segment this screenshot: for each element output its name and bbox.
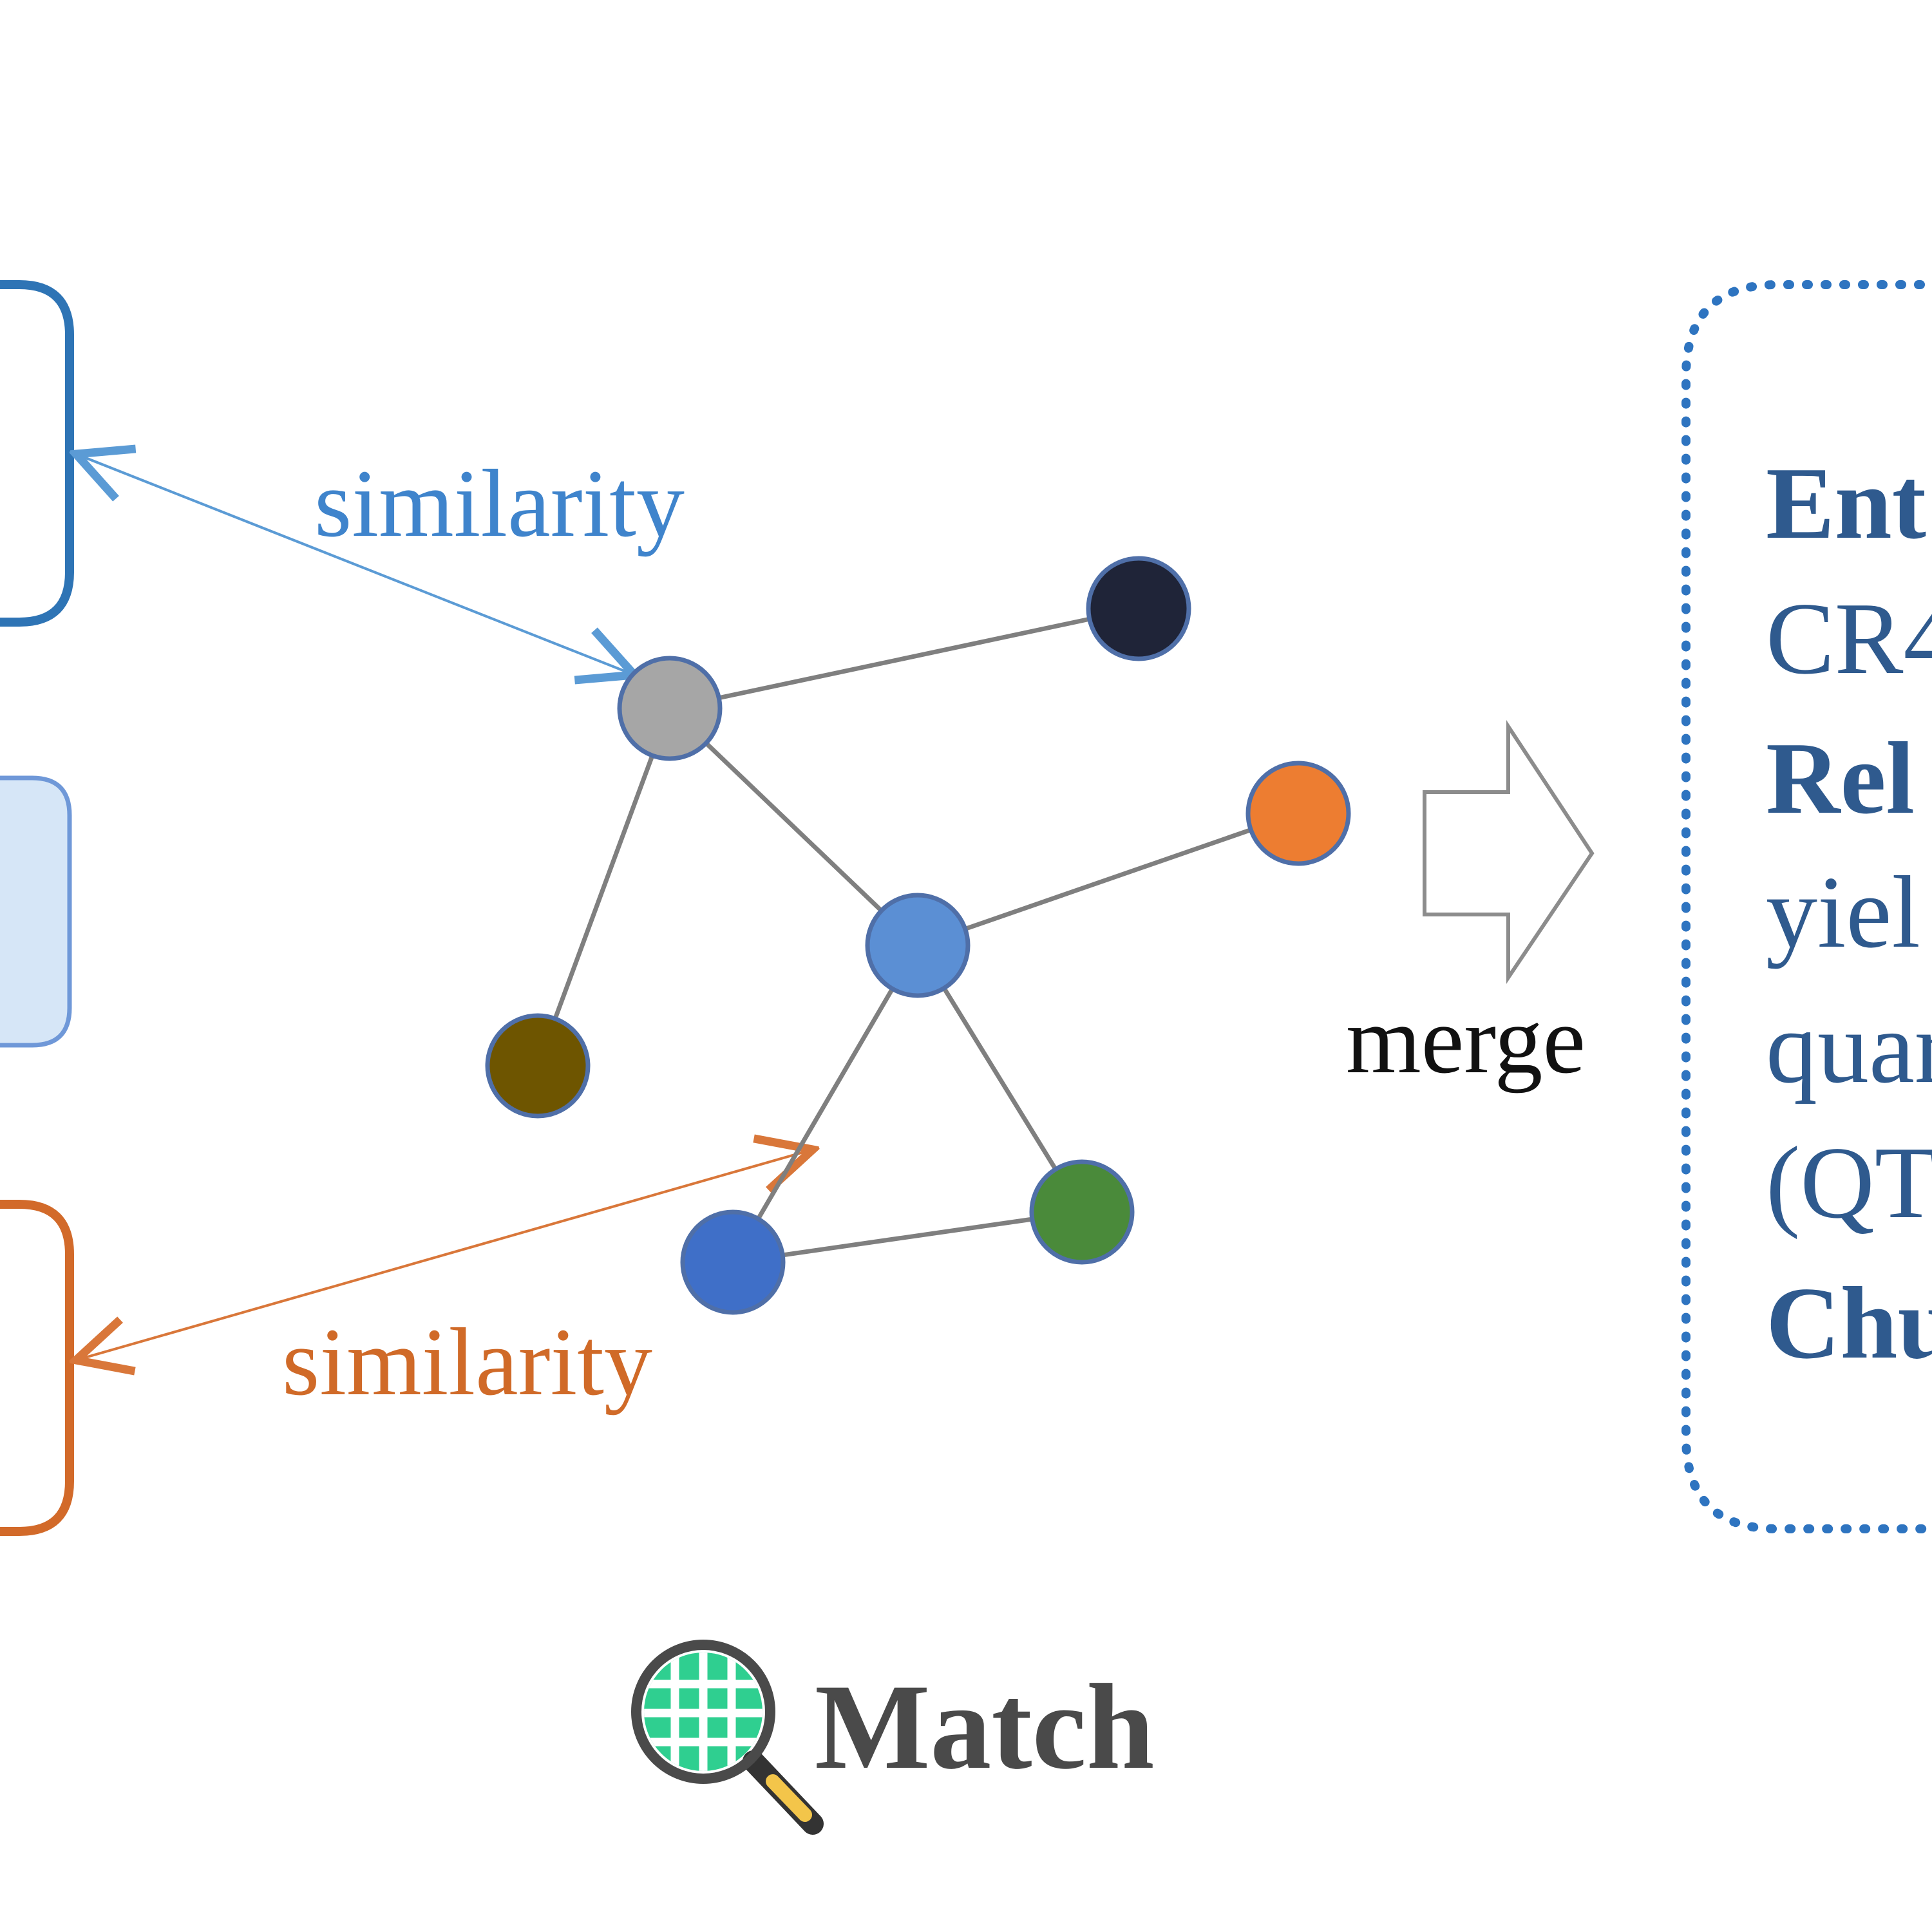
similarity-label-bottom: similarity [282, 1309, 652, 1416]
blue-query-box [0, 280, 74, 627]
graph-edge [732, 1209, 1083, 1265]
graph-node-orange [1245, 761, 1351, 866]
graph-node-dark [1086, 556, 1191, 661]
panel-line: quar [1766, 990, 1932, 1104]
similarity-arrow-top [76, 454, 634, 675]
right-arrow-icon [1423, 720, 1595, 984]
match-label: Match [815, 1660, 1155, 1795]
graph-edge [669, 606, 1139, 711]
graph-edge [668, 706, 920, 947]
graph-node-royal-blue [680, 1209, 786, 1315]
globe-magnifier-icon [631, 1640, 824, 1835]
graph-node-gray [617, 656, 723, 761]
panel-line: Chu [1766, 1265, 1932, 1380]
graph-edge [535, 707, 672, 1067]
graph-nodes [485, 556, 1351, 1315]
graph-edge [730, 944, 920, 1264]
similarity-arrow-bottom [76, 1150, 813, 1360]
merge-label: merge [1346, 987, 1586, 1094]
orange-query-box [0, 1200, 74, 1536]
graph-node-green [1029, 1159, 1135, 1265]
panel-line: (QT [1766, 1125, 1932, 1240]
graph-edges [535, 606, 1300, 1265]
panel-line: CR4 [1766, 581, 1932, 696]
panel-line: yiel [1766, 855, 1920, 969]
graph-edge [916, 811, 1300, 948]
graph-node-mid-blue [865, 893, 971, 998]
merged-result-panel [1681, 280, 1932, 1533]
graph-node-olive [485, 1013, 591, 1119]
panel-line: Ent [1766, 446, 1926, 560]
panel-line: Rel [1766, 721, 1915, 835]
similarity-label-top: similarity [314, 450, 685, 557]
light-blue-box [0, 775, 72, 1048]
